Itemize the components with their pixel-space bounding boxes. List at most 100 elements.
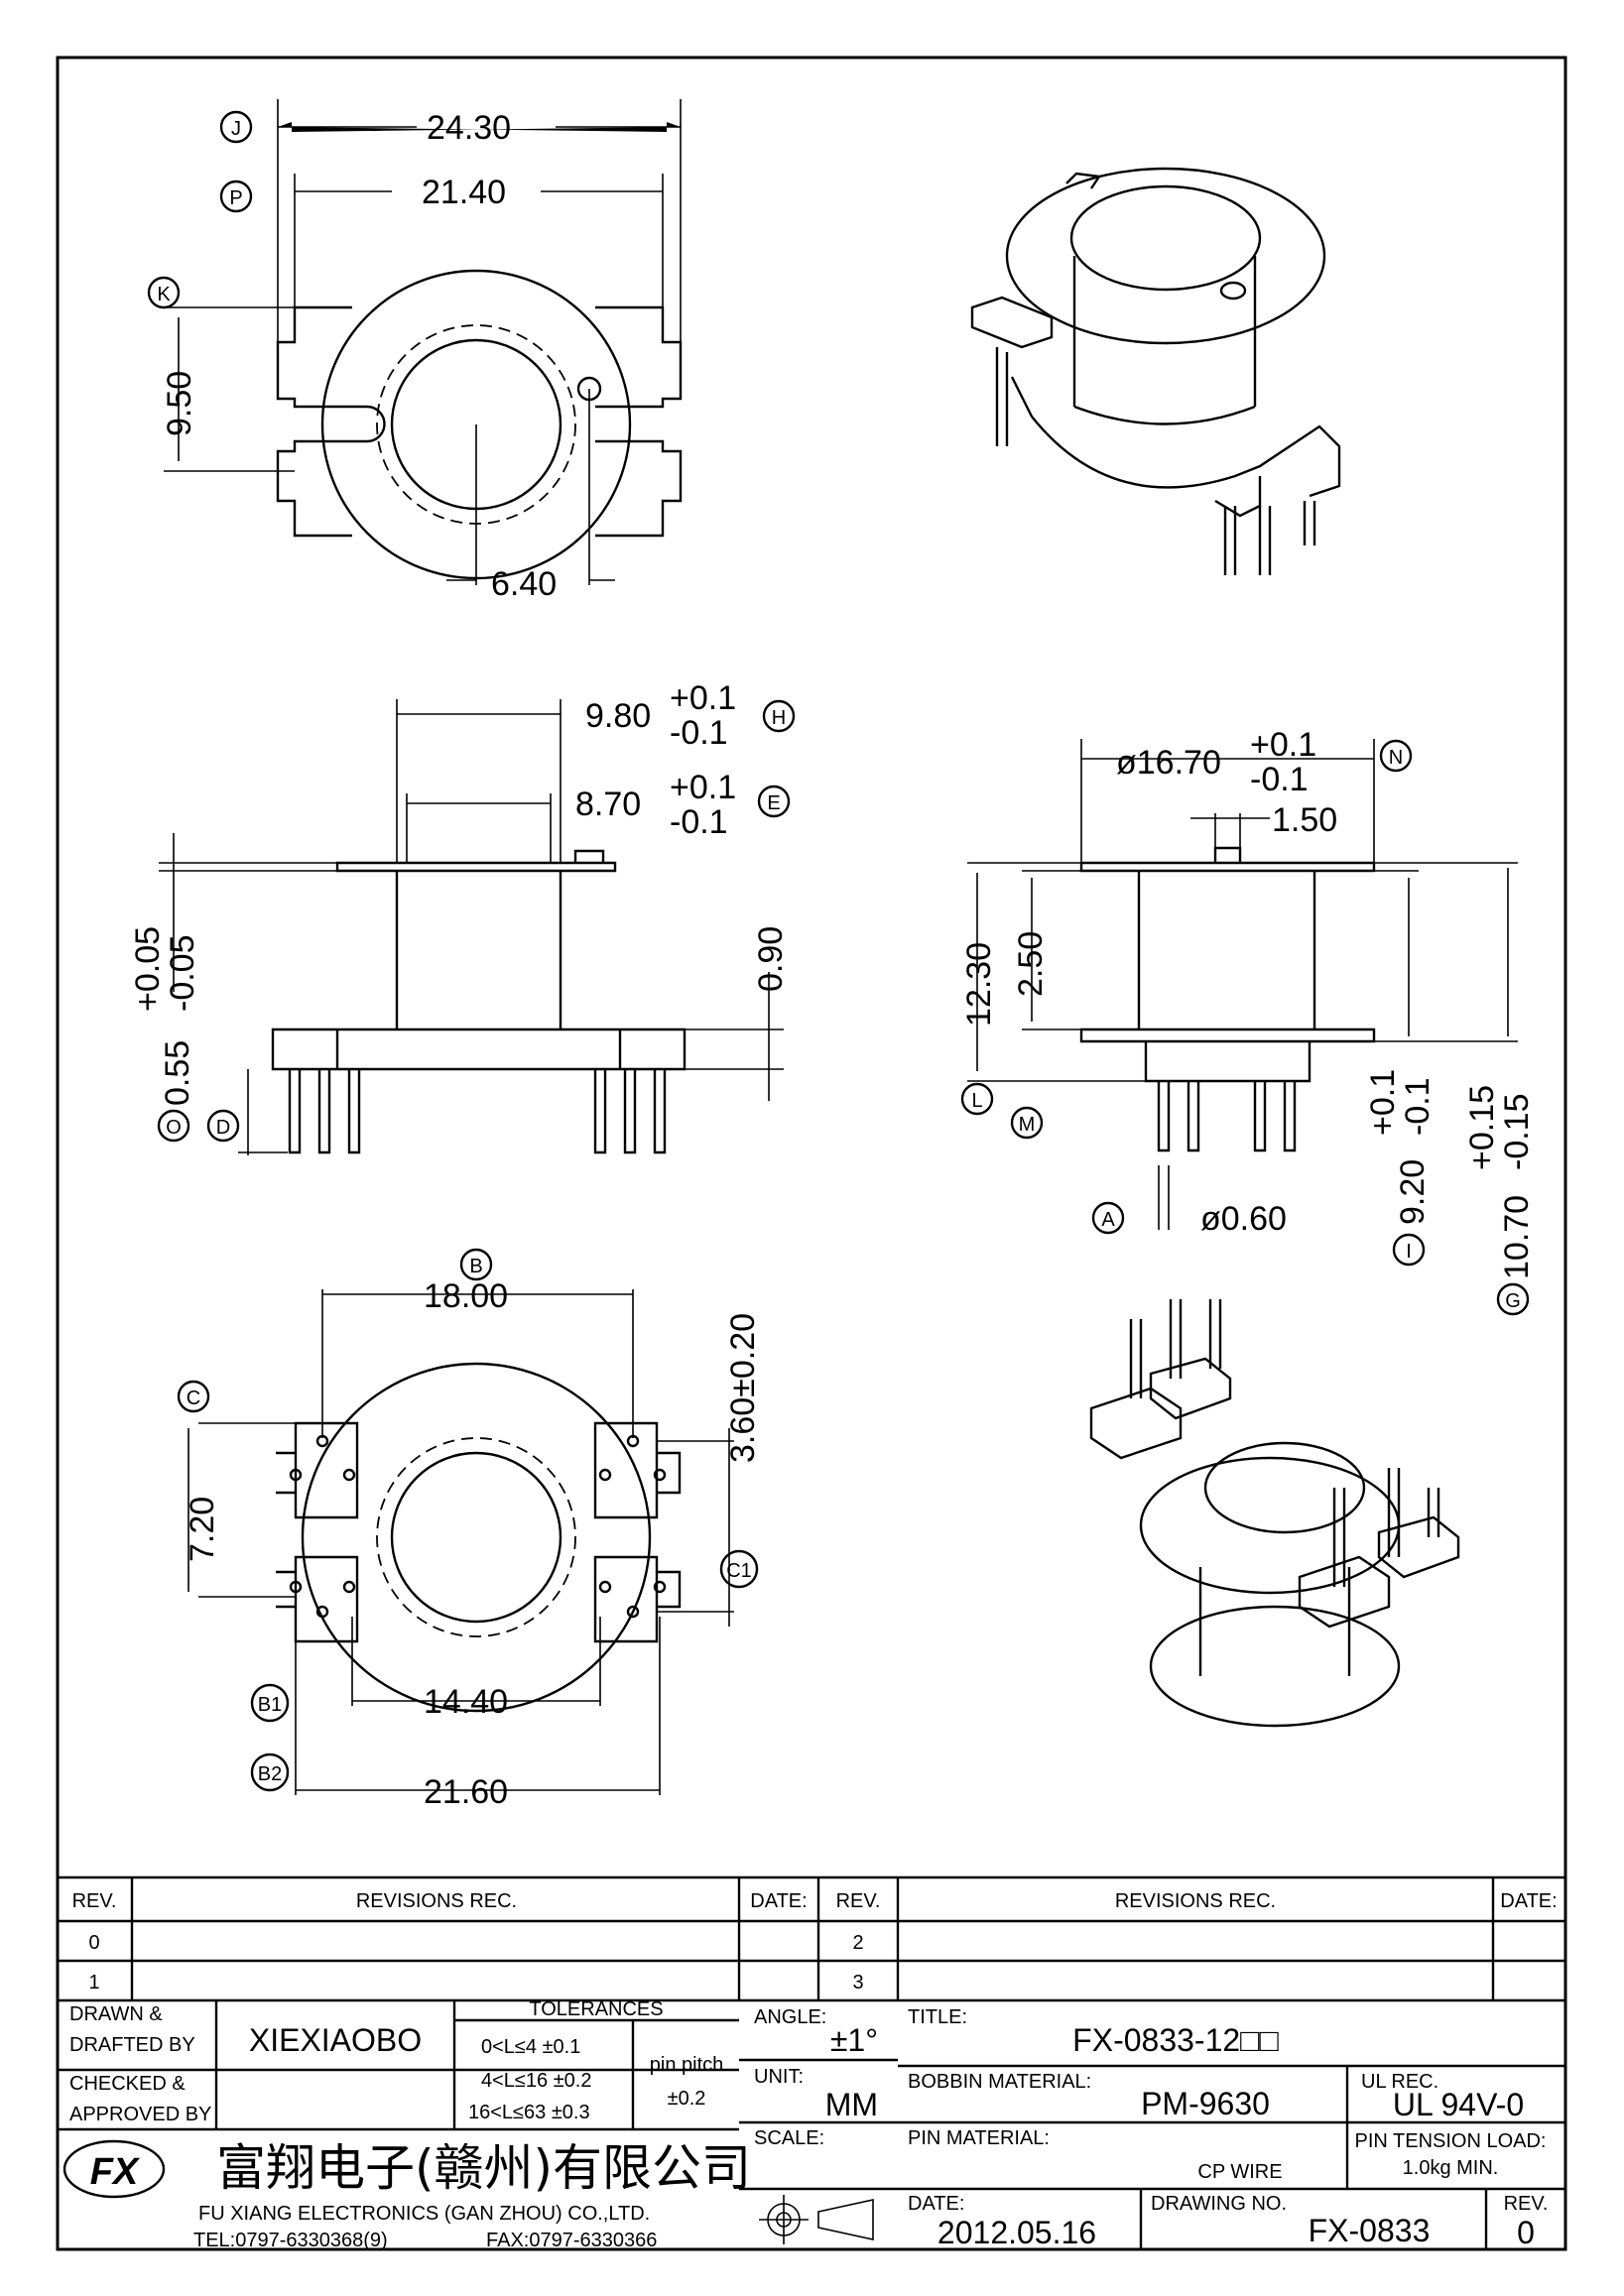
- dim-9-20: 9.20: [1394, 1159, 1432, 1225]
- top-view-outline: [276, 305, 683, 538]
- rec-header-right: REVISIONS REC.: [1115, 1890, 1276, 1912]
- iso-top-pins: [995, 347, 1316, 575]
- ref-marker: H: [762, 699, 796, 733]
- svg-text:M: M: [1019, 1114, 1036, 1136]
- ref-marker: A: [1091, 1201, 1125, 1235]
- top-view: [164, 99, 683, 585]
- svg-text:G: G: [1505, 1290, 1521, 1312]
- ref-marker: M: [1010, 1106, 1044, 1140]
- svg-text:C1: C1: [726, 1560, 752, 1582]
- pin-material-value: CP WIRE: [1197, 2161, 1282, 2183]
- svg-text:O: O: [166, 1117, 182, 1139]
- ref-marker: G: [1496, 1282, 1530, 1316]
- side-view: [159, 699, 784, 1155]
- svg-text:E: E: [767, 792, 780, 814]
- tol-8-70-minus: -0.1: [670, 803, 728, 841]
- tol-8-70-plus: +0.1: [670, 769, 736, 806]
- rev-row: 1: [88, 1972, 99, 1994]
- bottom-view-pads: [276, 1421, 682, 1643]
- date-value: 2012.05.16: [937, 2215, 1096, 2250]
- ul-rec-value: UL 94V-0: [1393, 2087, 1524, 2122]
- svg-text:L: L: [971, 1090, 982, 1112]
- ref-marker: I: [1392, 1233, 1426, 1267]
- ref-marker: B: [459, 1248, 493, 1281]
- tol-9-20-plus: +0.1: [1364, 1069, 1402, 1136]
- dim-0-55: 0.55: [159, 1040, 196, 1106]
- ref-marker: B1: [250, 1683, 290, 1723]
- iso-bottom-lower-flange: [1149, 1605, 1401, 1728]
- dim-9-50: 9.50: [161, 371, 198, 436]
- front-view: [967, 739, 1518, 1230]
- rev-row: 3: [852, 1972, 863, 1994]
- rev-header-right: REV.: [836, 1890, 881, 1912]
- rev-row: 2: [852, 1932, 863, 1954]
- tol-16-70-minus: -0.1: [1250, 761, 1309, 798]
- svg-text:H: H: [772, 707, 786, 729]
- svg-text:B: B: [469, 1256, 482, 1277]
- dim-0-90: 0.90: [752, 926, 790, 992]
- svg-text:A: A: [1101, 1209, 1115, 1231]
- unit-label: UNIT:: [754, 2066, 804, 2088]
- tol-0-55-plus: +0.05: [129, 926, 167, 1012]
- bottom-view-pin-holes: [289, 1434, 667, 1619]
- front-view-dim-lines: [967, 739, 1518, 1230]
- bottom-view-flange: [301, 1362, 652, 1713]
- date-header-left: DATE:: [750, 1890, 807, 1912]
- tol-9-80-plus: +0.1: [670, 679, 736, 717]
- svg-text:B2: B2: [258, 1763, 282, 1785]
- ref-marker: E: [757, 785, 791, 818]
- date-label: DATE:: [908, 2193, 964, 2215]
- dim-9-80: 9.80: [585, 697, 651, 735]
- revision-table-grid: [58, 1875, 1565, 2002]
- dim-21-60: 21.60: [424, 1773, 508, 1811]
- svg-text:I: I: [1406, 1241, 1412, 1263]
- unit-value: MM: [825, 2087, 878, 2122]
- dim-1-50: 1.50: [1272, 801, 1337, 839]
- svg-text:K: K: [157, 284, 171, 305]
- dim-12-30: 12.30: [960, 942, 998, 1027]
- iso-view-bottom: [1089, 1299, 1460, 1728]
- reference-markers: J P K H E O D N L M A I G B C C1 B1 B2: [147, 110, 1530, 1792]
- title-value: FX-0833-12□□: [1072, 2022, 1279, 2058]
- dim-0-60: ø0.60: [1200, 1200, 1287, 1238]
- svg-text:D: D: [216, 1117, 230, 1139]
- revision-table: REV. REVISIONS REC. DATE: REV. REVISIONS…: [58, 1875, 1565, 2002]
- drawing-no-value: FX-0833: [1309, 2213, 1431, 2248]
- top-view-dim-lines: [164, 99, 682, 585]
- ref-marker: D: [206, 1109, 240, 1143]
- drawing-no-label: DRAWING NO.: [1151, 2193, 1287, 2215]
- iso-top-flange: [1005, 167, 1326, 345]
- drafted-label: DRAFTED BY: [69, 2034, 195, 2056]
- company-fax: FAX:0797-6330366: [486, 2230, 657, 2251]
- ref-marker: J: [219, 110, 253, 144]
- rev-label: REV.: [1504, 2193, 1549, 2215]
- dim-16-70: ø16.70: [1116, 744, 1221, 782]
- top-view-slot: [352, 405, 386, 443]
- iso-top-notch: [1065, 172, 1102, 189]
- svg-text:P: P: [229, 187, 242, 209]
- ref-marker: N: [1379, 739, 1413, 773]
- bottom-view-bore-hidden: [376, 1437, 576, 1637]
- pin-tension-label: PIN TENSION LOAD:: [1354, 2130, 1546, 2152]
- dim-7-20: 7.20: [184, 1497, 221, 1562]
- svg-text:FX: FX: [90, 2151, 141, 2193]
- ref-marker: C1: [719, 1549, 759, 1589]
- tol-10-70-plus: +0.15: [1463, 1085, 1501, 1170]
- company-logo-icon: FX: [62, 2139, 166, 2199]
- dim-24-30: 24.30: [427, 109, 511, 147]
- ul-rec-label: UL REC.: [1361, 2071, 1438, 2093]
- iso-bottom-pads: [1089, 1357, 1460, 1629]
- rev-value: 0: [1517, 2215, 1535, 2250]
- dim-18-00: 18.00: [424, 1277, 508, 1315]
- pin-material-label: PIN MATERIAL:: [908, 2127, 1050, 2149]
- top-view-arrowheads: [278, 122, 681, 132]
- iso-top-boss: [1219, 281, 1247, 301]
- pin-pitch-value: ±0.2: [668, 2088, 706, 2110]
- front-view-outline: [1079, 846, 1376, 1083]
- tol-row: 16<L≤63 ±0.3: [468, 2102, 590, 2123]
- ref-marker: P: [219, 180, 253, 213]
- iso-top-bore: [1069, 184, 1262, 292]
- title-block-grid: [58, 2000, 1565, 2249]
- tol-9-20-minus: -0.1: [1399, 1077, 1437, 1136]
